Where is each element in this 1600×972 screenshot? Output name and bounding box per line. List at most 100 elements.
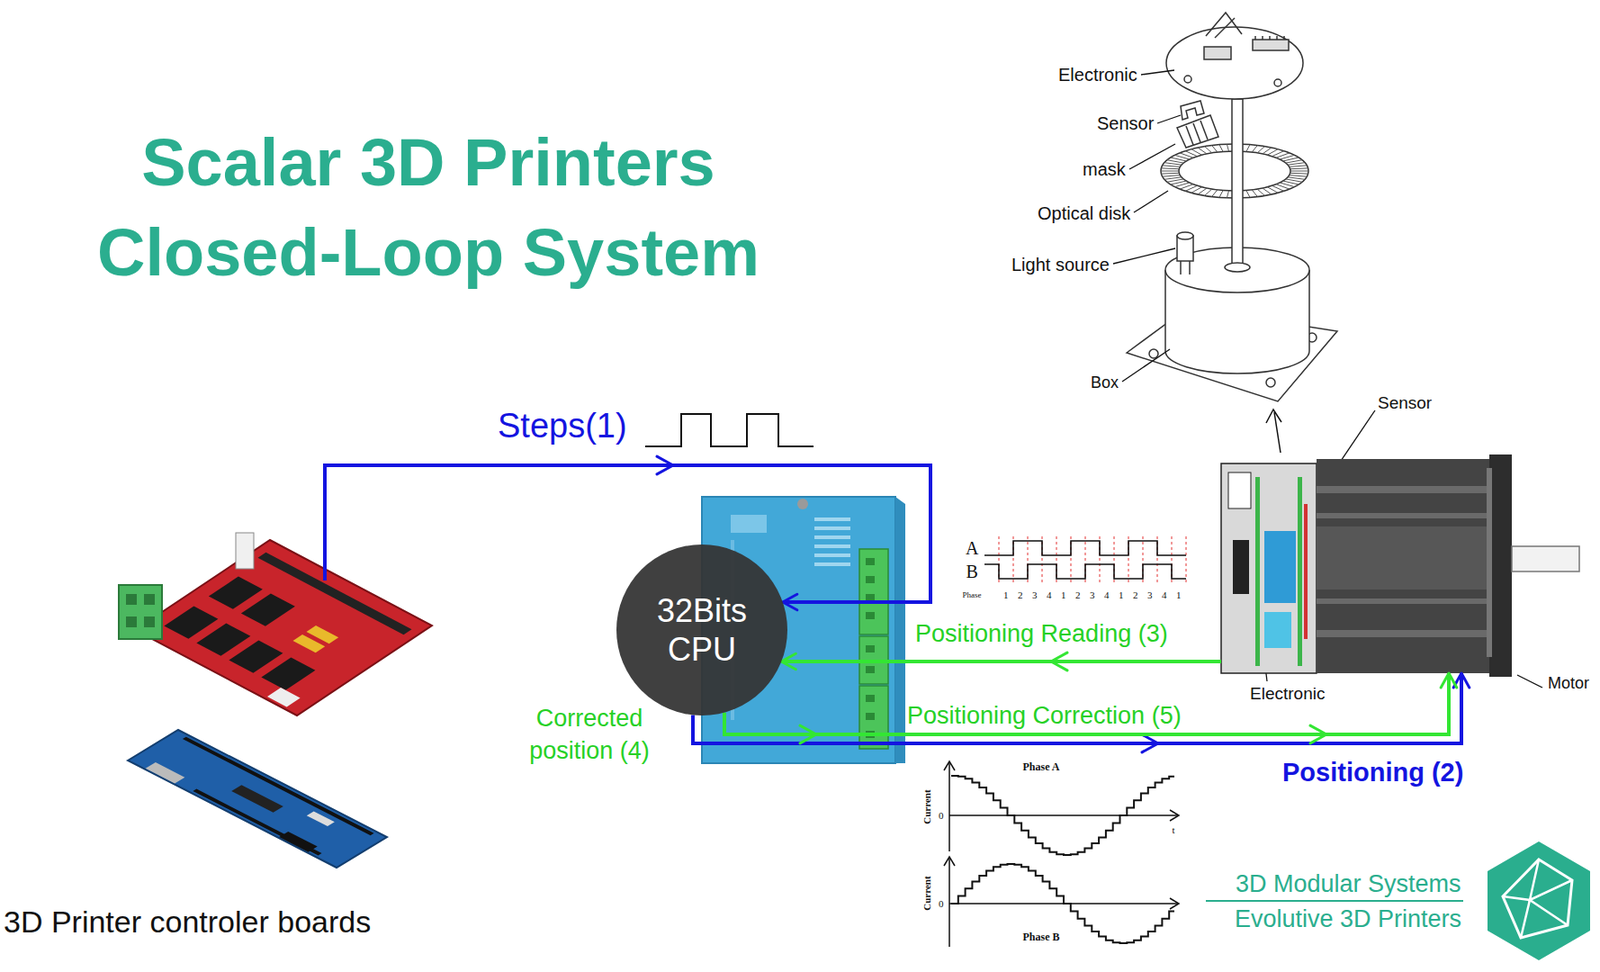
logo — [1502, 896, 1568, 926]
ramps-board — [143, 593, 155, 605]
encoder-exploded-view — [1283, 35, 1286, 40]
stepper-driver — [865, 593, 875, 602]
phase-grid-line — [1186, 536, 1187, 585]
encoder-exploded-view — [1166, 26, 1304, 99]
motor-cutaway — [1303, 503, 1308, 639]
logo — [1529, 859, 1573, 900]
optical-disk-slots — [1251, 189, 1258, 198]
leader-line — [1113, 70, 1543, 688]
encoder-exploded-view — [1186, 125, 1194, 145]
ramps-board — [163, 606, 218, 639]
phase-number: 4 — [1161, 589, 1168, 602]
edge-label: Positioning (2) — [1282, 756, 1464, 789]
part-name: Box — [1090, 373, 1119, 394]
arduino-mega-board — [192, 789, 322, 856]
arrowhead — [800, 673, 1457, 744]
ramps-board — [306, 625, 340, 644]
stepper-driver — [814, 526, 851, 531]
encoder-signal — [984, 540, 1187, 556]
node-label: 3D Printer controler boards — [3, 903, 371, 941]
current-plot — [949, 814, 1179, 817]
optical-disk-slots — [1191, 149, 1203, 156]
current-plot — [948, 761, 951, 852]
optical-disk-slots — [1160, 167, 1179, 170]
axis-label: Current — [921, 875, 934, 910]
node-label: Motor — [1547, 674, 1590, 694]
stepper-driver — [865, 665, 875, 674]
stepper-driver — [859, 548, 889, 635]
brand-text: Evolutive 3D Printers — [1234, 904, 1462, 934]
optical-disk-slots — [1160, 172, 1179, 175]
arduino-mega-board — [145, 762, 186, 783]
current-plot — [943, 856, 955, 866]
optical-disk-slots — [1285, 160, 1303, 163]
ramps-board — [125, 616, 137, 628]
encoder-exploded-view — [1180, 100, 1205, 120]
motor-cutaway — [1489, 454, 1512, 677]
optical-disk-slots — [1164, 177, 1182, 180]
stepper-driver — [859, 685, 889, 749]
ramps-board — [267, 687, 301, 707]
ramps-board — [235, 532, 254, 569]
encoder-exploded-view — [1252, 39, 1289, 51]
ramps-board — [260, 657, 315, 691]
encoder-exploded-view — [1266, 377, 1276, 387]
optical-disk-slots — [1167, 179, 1184, 182]
encoder-exploded-view — [1184, 75, 1192, 83]
ramps-board — [134, 539, 432, 716]
edge-label: Positioning Correction (5) — [907, 701, 1182, 730]
title: Scalar 3D Printers Closed-Loop System — [77, 117, 780, 298]
motor-cutaway — [1316, 485, 1490, 494]
node-label: 32Bits CPU — [634, 591, 770, 669]
encoder-exploded-view — [1200, 120, 1208, 140]
optical-disk-slots — [1162, 175, 1181, 178]
motor-cutaway — [1486, 467, 1493, 657]
ramps-board — [228, 640, 283, 674]
logo — [1502, 859, 1573, 938]
encoder-exploded-view — [1274, 79, 1282, 87]
part-name: Electronic — [1058, 63, 1138, 86]
ramps-board — [196, 623, 251, 657]
ramps-board — [125, 593, 137, 605]
edge-label: Steps(1) — [497, 405, 628, 448]
leader-line — [1129, 143, 1176, 170]
ramps-board — [118, 584, 162, 639]
encoder-exploded-view — [1205, 12, 1242, 36]
stepper-driver — [865, 611, 875, 620]
optical-disk-slots — [1290, 172, 1309, 175]
arduino-mega-board — [278, 831, 318, 853]
connector — [692, 673, 1470, 753]
stepper-driver — [730, 514, 767, 533]
logo — [1205, 899, 1464, 902]
motor-cutaway — [1297, 476, 1303, 666]
encoder-exploded-view — [1204, 46, 1232, 60]
axis-label: Current — [921, 789, 934, 824]
current-plot — [951, 775, 1175, 855]
encoder-exploded-view — [1254, 35, 1257, 40]
cpu-circle: 32Bits CPU — [616, 544, 788, 716]
optical-disk-slots — [1289, 175, 1308, 178]
phase-number: 2 — [1075, 589, 1081, 602]
stepper-driver — [865, 575, 875, 584]
stepper-driver — [814, 553, 851, 558]
motor-cutaway — [1221, 454, 1580, 677]
plot-title: Phase A — [1023, 760, 1061, 774]
ramps-board — [258, 552, 413, 636]
motor-cutaway — [1316, 526, 1490, 590]
leader-line — [1337, 410, 1376, 467]
stepper-driver — [865, 694, 875, 702]
motor-cutaway — [1316, 458, 1490, 674]
optical-disk-slots — [1287, 177, 1305, 180]
phase-number: 3 — [1089, 589, 1096, 602]
ramps-board — [241, 593, 296, 627]
logo — [1487, 841, 1591, 961]
optical-disk-slots — [1289, 165, 1308, 168]
connector-line — [692, 673, 1462, 744]
current-plot — [948, 856, 951, 947]
logo — [1205, 841, 1591, 961]
optical-disk-slots — [1285, 179, 1303, 182]
leader-line — [1133, 190, 1169, 213]
phase-number: 3 — [1032, 589, 1038, 602]
optical-disk-slots — [1262, 147, 1272, 154]
optical-disk-slots — [1162, 165, 1181, 168]
